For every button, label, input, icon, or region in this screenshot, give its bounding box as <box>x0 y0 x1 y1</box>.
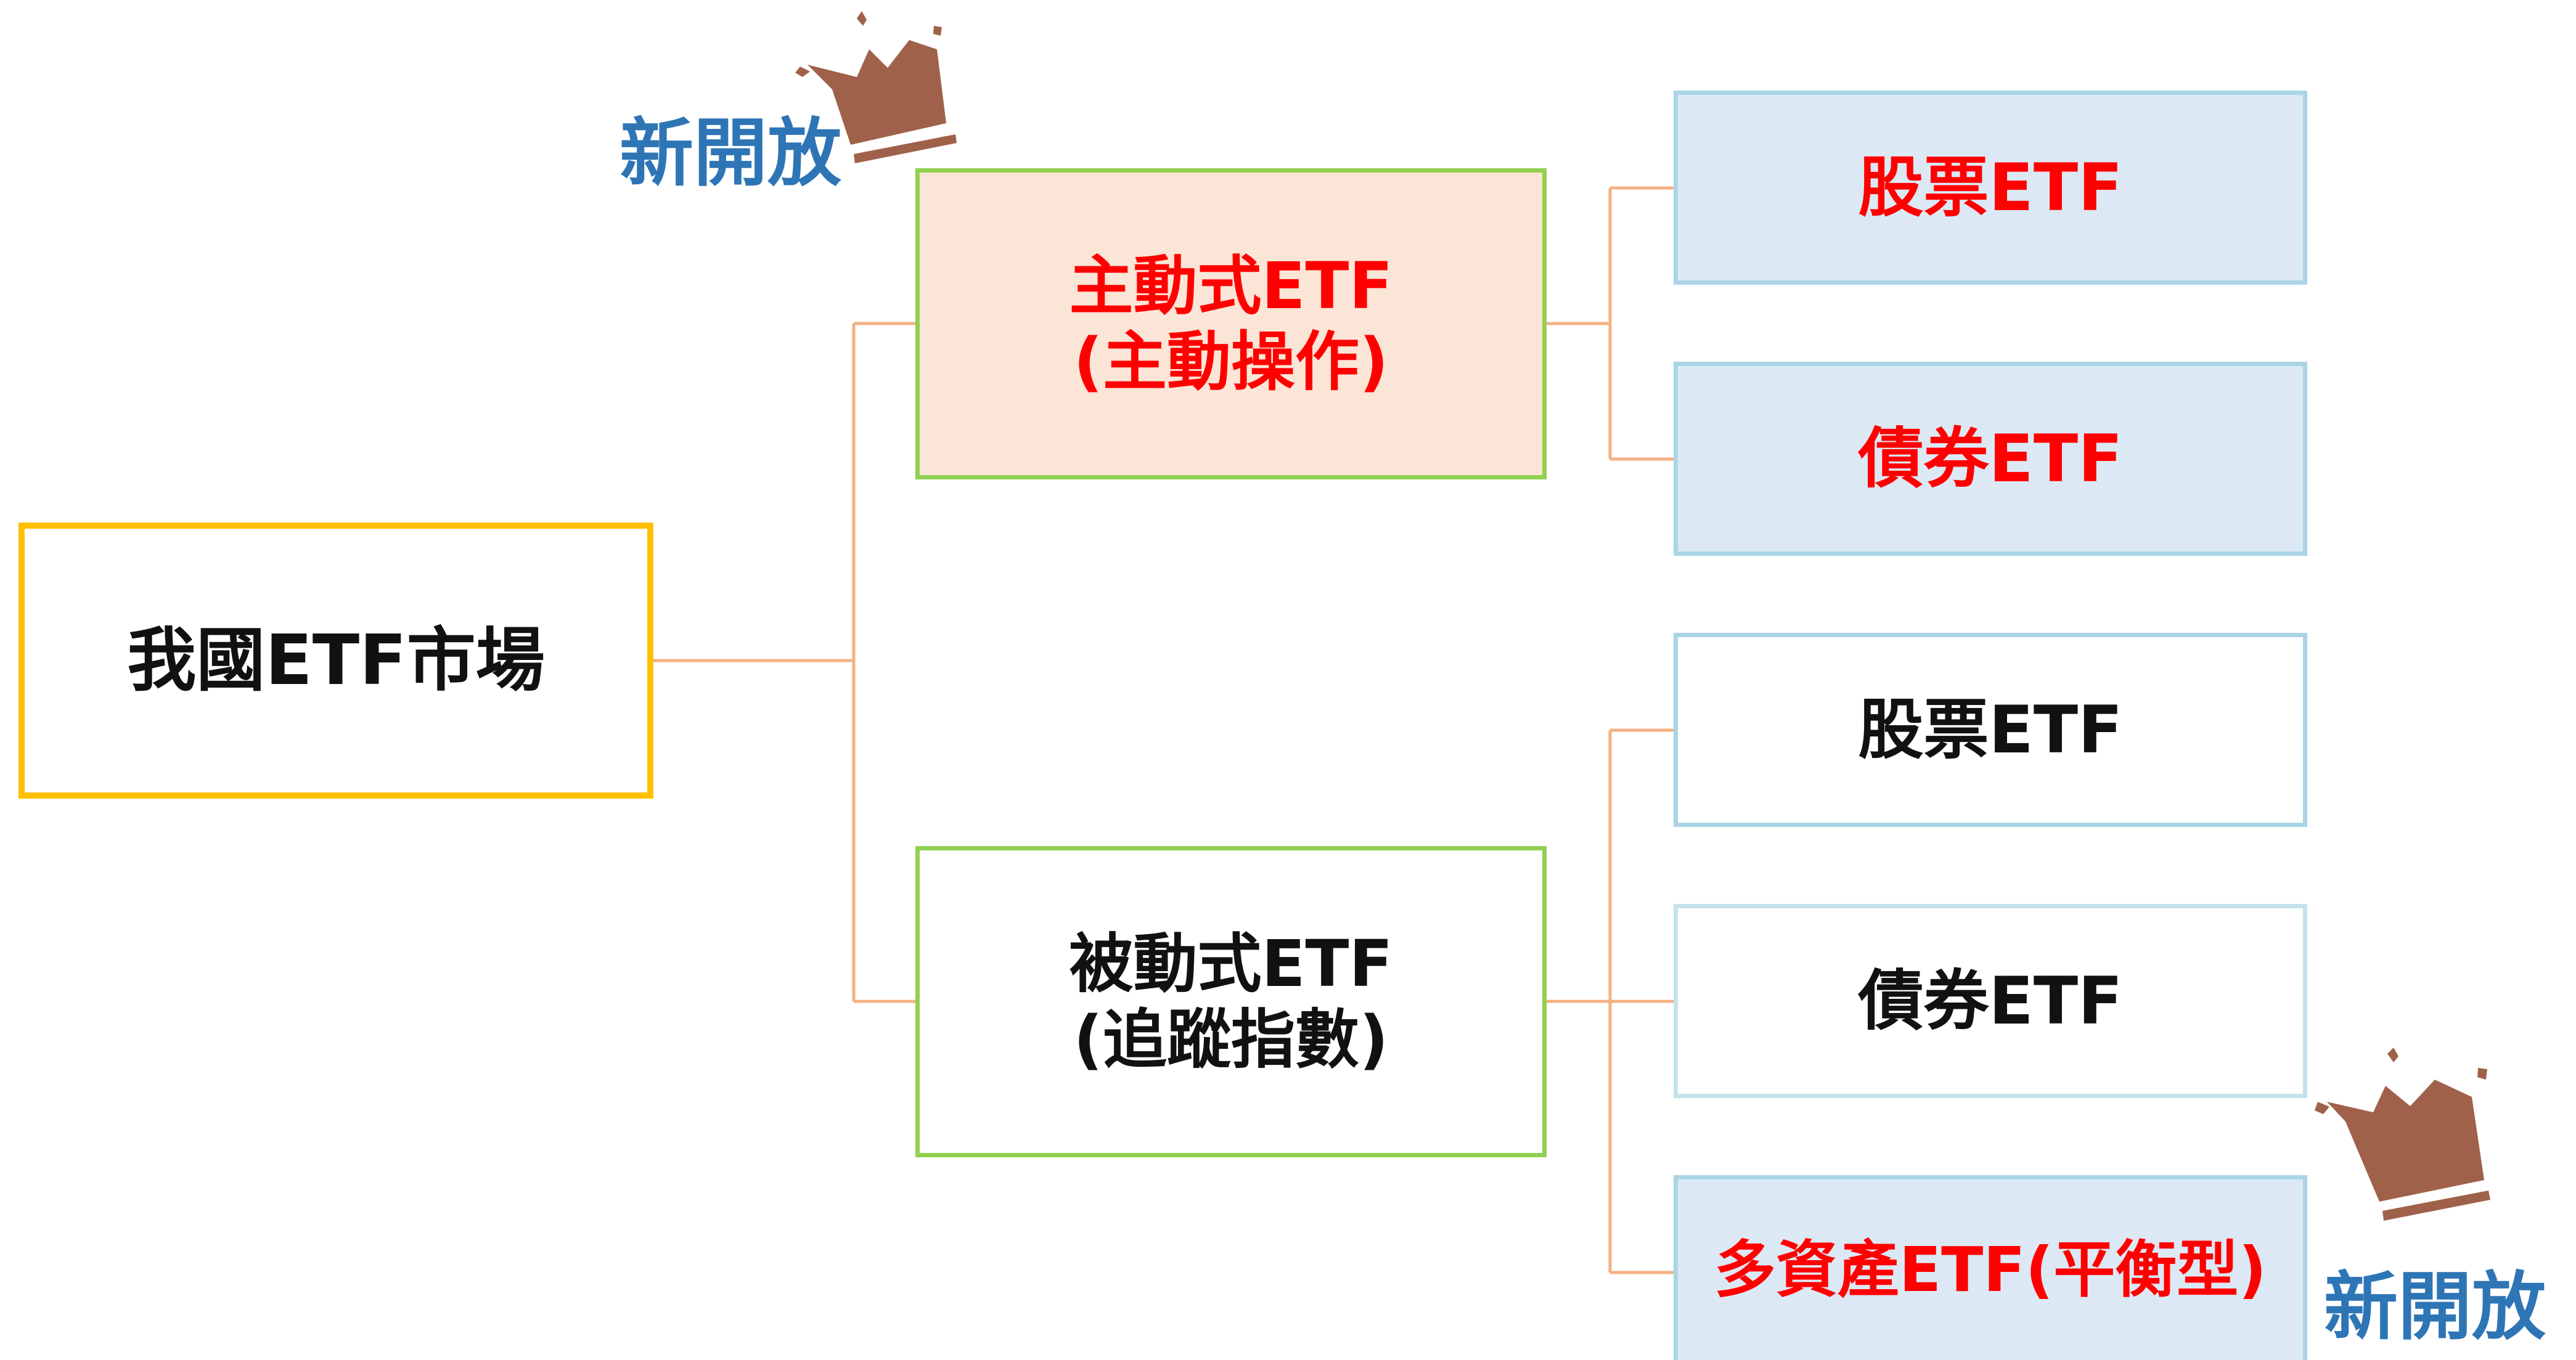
root-node: 我國ETF市場 <box>18 523 653 799</box>
passive-etf-label: 被動式ETF (追蹤指數) <box>1069 926 1393 1077</box>
passive-leaf-multi-asset: 多資產ETF(平衡型) <box>1674 1175 2307 1360</box>
active-leaf-stock-label: 股票ETF <box>1858 149 2123 226</box>
new-badge-text-active: 新開放 <box>619 111 841 197</box>
active-etf-label: 主動式ETF (主動操作) <box>1069 248 1393 399</box>
passive-etf-node: 被動式ETF (追蹤指數) <box>915 846 1547 1157</box>
root-label: 我國ETF市場 <box>127 620 545 701</box>
active-leaf-stock: 股票ETF <box>1674 91 2307 285</box>
crown-icon <box>795 11 957 163</box>
active-etf-node: 主動式ETF (主動操作) <box>915 168 1547 479</box>
passive-leaf-stock-label: 股票ETF <box>1858 691 2123 768</box>
passive-leaf-bond-label: 債券ETF <box>1858 963 2123 1039</box>
active-leaf-bond: 債券ETF <box>1674 362 2307 556</box>
active-leaf-bond-label: 債券ETF <box>1858 420 2123 497</box>
passive-leaf-stock: 股票ETF <box>1674 633 2307 827</box>
new-badge-text-multi-asset: 新開放 <box>2324 1264 2546 1350</box>
crown-icon <box>2315 1048 2490 1221</box>
passive-leaf-multi-asset-label: 多資產ETF(平衡型) <box>1714 1233 2267 1306</box>
passive-leaf-bond: 債券ETF <box>1674 904 2307 1098</box>
